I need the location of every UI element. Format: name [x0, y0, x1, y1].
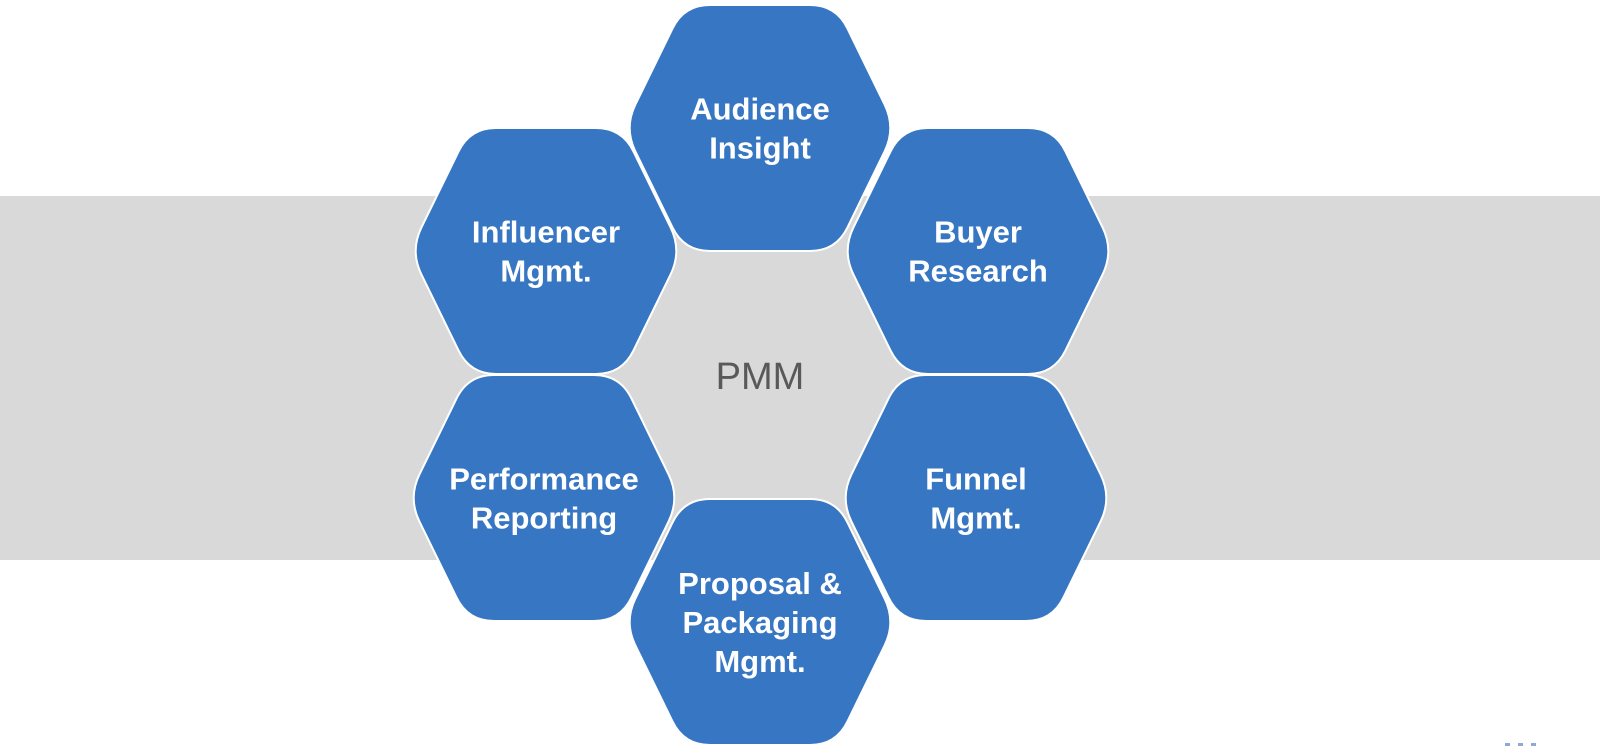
hexagon-shape: [414, 127, 678, 375]
page-dot: [1505, 743, 1510, 746]
center-label: PMM: [715, 356, 805, 398]
hexagon-label: Mgmt.: [930, 501, 1021, 536]
hexagon-label: Research: [908, 254, 1048, 289]
hexagon-shape: [412, 374, 676, 622]
hexagon-shape: [846, 127, 1110, 375]
hexagon-label: Funnel: [925, 462, 1027, 497]
page-indicator: [1505, 743, 1536, 746]
hexagon-label: Influencer: [472, 215, 620, 250]
hexagon-shape: [628, 498, 892, 746]
hexagon-label: Buyer: [934, 215, 1022, 250]
hexagon-label: Reporting: [471, 501, 617, 536]
hexagon-label: Audience: [690, 92, 830, 127]
page-dot: [1531, 743, 1536, 746]
hexagon-label: Mgmt.: [714, 644, 805, 679]
hexagon-label: Proposal &: [678, 566, 842, 601]
hexagon-label: Mgmt.: [500, 254, 591, 289]
hexagon-label: Performance: [449, 462, 639, 497]
page-dot: [1518, 743, 1523, 746]
hexagon-label: Packaging: [682, 605, 837, 640]
hexagon-shape: [844, 374, 1108, 622]
hexagon-label: Insight: [709, 131, 811, 166]
hexagon-shape: [628, 4, 892, 252]
